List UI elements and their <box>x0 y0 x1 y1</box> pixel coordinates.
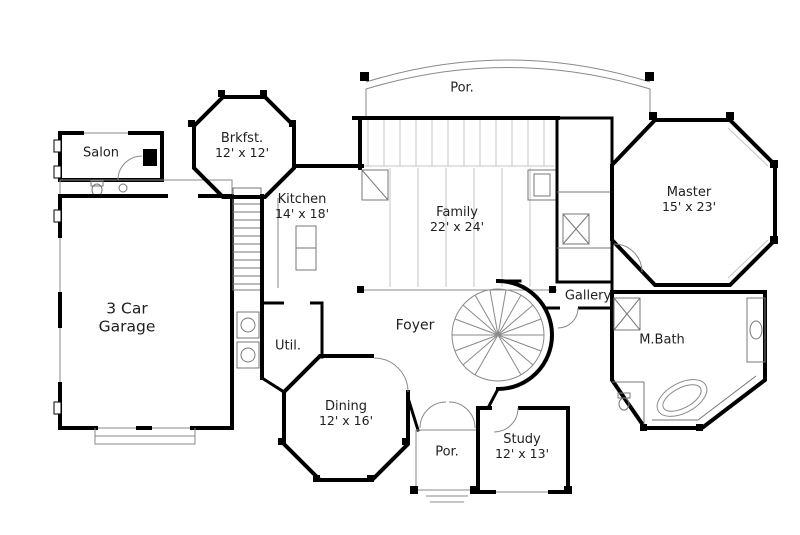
room-label-gallery: Gallery <box>565 288 611 303</box>
gallery-outline <box>543 304 614 329</box>
porch-top-name: Por. <box>450 80 474 96</box>
garage-outline <box>53 139 234 445</box>
family-name: Family <box>436 204 478 220</box>
room-label-salon: Salon <box>83 145 119 160</box>
room-label-family: Family 22' x 24' <box>430 205 484 235</box>
kitchen-outline <box>259 164 364 395</box>
kitchen-dims: 14' x 18' <box>274 206 330 222</box>
master-outline <box>610 112 778 294</box>
master-dims: 15' x 23' <box>661 199 717 215</box>
garage-name-line2: Garage <box>98 318 156 336</box>
dining-outline <box>278 354 420 482</box>
salon-name: Salon <box>82 145 120 161</box>
bottom-porch-outline <box>410 401 479 503</box>
kitchen-name: Kitchen <box>277 191 327 207</box>
gallery-name: Gallery <box>564 288 612 304</box>
utility-fixtures <box>236 311 260 369</box>
porch-bottom-name: Por. <box>435 444 459 460</box>
dining-dims: 12' x 16' <box>318 413 374 429</box>
room-label-foyer: Foyer <box>396 318 435 335</box>
study-dims: 12' x 13' <box>494 446 550 462</box>
top-porch-outline <box>360 59 654 116</box>
breakfast-outline <box>188 90 296 199</box>
spiral-stair <box>451 278 554 411</box>
room-label-dining: Dining 12' x 16' <box>319 399 373 429</box>
room-label-master-bath: M.Bath <box>639 332 685 347</box>
family-dims: 22' x 24' <box>429 219 485 235</box>
master-bath-name: M.Bath <box>639 332 685 348</box>
room-label-kitchen: Kitchen 14' x 18' <box>275 192 329 222</box>
closet-band <box>555 116 614 284</box>
study-name: Study <box>503 431 541 447</box>
foyer-name: Foyer <box>395 317 435 334</box>
family-outline <box>352 116 560 293</box>
room-label-utility: Util. <box>275 338 301 353</box>
salon-outline <box>58 129 164 182</box>
dining-name: Dining <box>325 398 367 414</box>
utility-name: Util. <box>275 338 301 354</box>
room-label-breakfast: Brkfst. 12' x 12' <box>215 131 269 161</box>
room-label-porch-bottom: Por. <box>435 444 459 459</box>
garage-name-line1: 3 Car <box>106 299 148 318</box>
room-label-study: Study 12' x 13' <box>495 432 549 462</box>
breakfast-name: Brkfst. <box>220 130 264 146</box>
room-label-master: Master 15' x 23' <box>662 185 716 215</box>
master-bath-outline <box>610 290 767 431</box>
room-label-garage: 3 Car Garage <box>99 300 156 337</box>
straight-stairs <box>232 187 262 291</box>
study-outline <box>476 404 572 496</box>
room-label-porch-top: Por. <box>450 80 474 95</box>
ceiling-lines <box>362 120 554 287</box>
master-name: Master <box>666 184 712 200</box>
breakfast-dims: 12' x 12' <box>214 145 270 161</box>
